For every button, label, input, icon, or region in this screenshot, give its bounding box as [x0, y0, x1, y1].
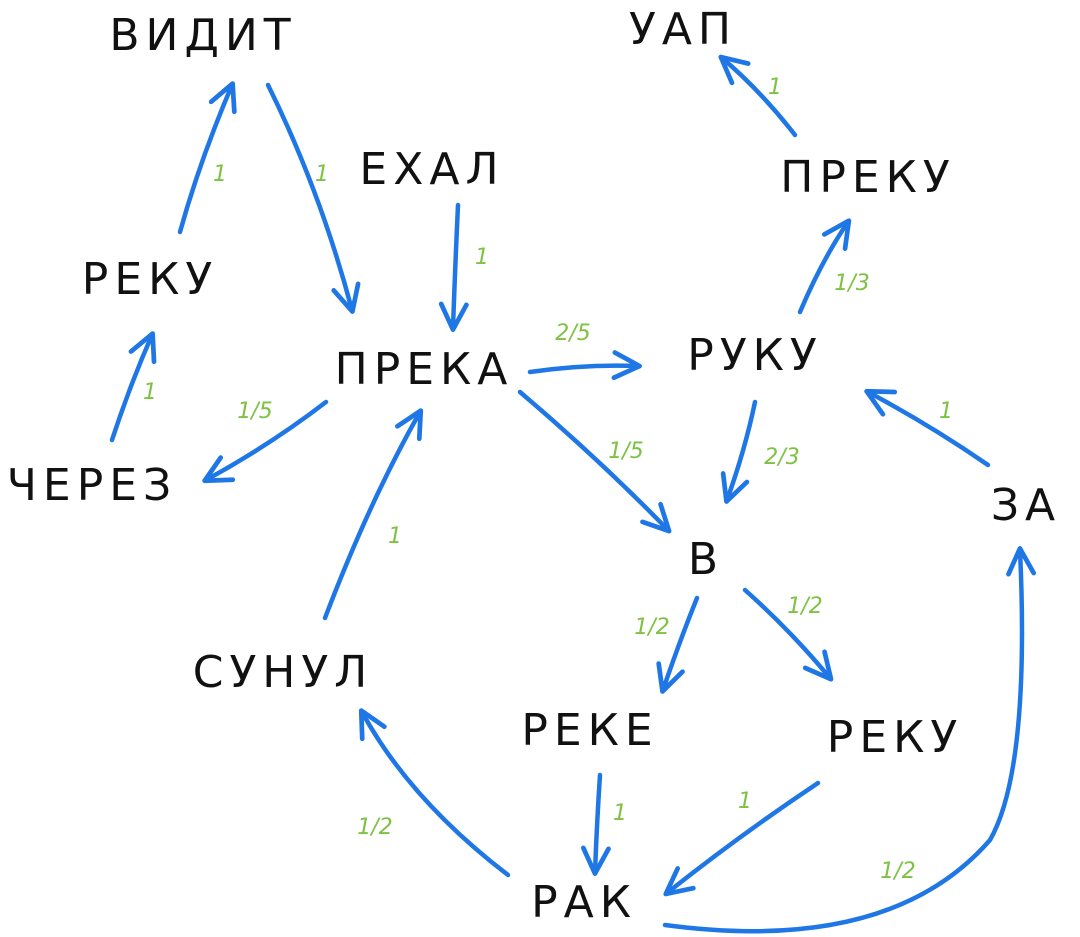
edge-ekhal-to-preka: [438, 202, 469, 332]
node-rak: РАК: [531, 877, 637, 928]
edge-za-to-ruku: [864, 388, 991, 468]
weight-preka-to-cherez: 1/5: [237, 399, 272, 424]
weight-cherez-to-reku-left: 1: [143, 380, 157, 405]
node-preku: ПРЕКУ: [780, 152, 955, 203]
edge-reku-left-to-vidit: [177, 81, 237, 235]
weight-ruku-to-preku: 1/3: [834, 271, 869, 296]
weight-ekhal-to-preka: 1: [475, 245, 489, 270]
weight-rak-to-za: 1/2: [880, 859, 915, 884]
edge-cherez-to-reku-left: [109, 331, 157, 443]
edge-reke-to-rak: [580, 772, 611, 876]
edge-rak-to-sunul: [358, 708, 511, 878]
edge-ruku-to-v: [720, 399, 758, 504]
weight-ruku-to-v: 2/3: [764, 445, 799, 470]
weight-reku-left-to-vidit: 1: [213, 162, 227, 187]
node-za: ЗА: [991, 480, 1061, 531]
node-ekhal: ЕХАЛ: [359, 144, 504, 195]
edge-ruku-to-preku: [797, 218, 852, 315]
edge-preku-to-uap: [718, 54, 798, 138]
weight-sunul-to-preka: 1: [388, 524, 402, 549]
weight-v-to-reke: 1/2: [634, 615, 669, 640]
edge-preka-to-v: [517, 389, 672, 534]
node-ruku: РУКУ: [687, 330, 822, 381]
edge-sunul-to-preka: [322, 408, 424, 621]
node-sunul: СУНУЛ: [193, 647, 374, 698]
weight-reke-to-rak: 1: [613, 801, 627, 826]
edge-v-to-reku-right: [742, 587, 834, 682]
weight-za-to-ruku: 1: [939, 399, 953, 424]
edges: [109, 54, 1037, 934]
node-vidit: ВИДИТ: [109, 10, 296, 61]
nodes: ВИДИТ УАП ЕХАЛ ПРЕКУ РЕКУ ПРЕКА РУКУ ЧЕР…: [7, 4, 1061, 928]
edge-reku-right-to-rak: [663, 780, 821, 897]
weight-vidit-to-preka: 1: [315, 162, 329, 187]
node-preka: ПРЕКА: [335, 344, 514, 395]
weight-preka-to-v: 1/5: [608, 439, 643, 464]
node-v: В: [688, 534, 724, 585]
weight-preku-to-uap: 1: [768, 75, 782, 100]
edge-rak-to-za: [662, 546, 1037, 934]
edge-preka-to-ruku: [527, 350, 642, 381]
edge-weights: 1 1 1 1 1/3 1 1/5 2/5 1/5 2/3 1 1 1/2 1/…: [143, 75, 953, 884]
node-uap: УАП: [629, 4, 737, 55]
edge-v-to-reke: [656, 595, 700, 694]
weight-rak-to-sunul: 1/2: [357, 815, 392, 840]
node-reke: РЕКЕ: [521, 705, 658, 756]
edge-vidit-to-preka: [265, 82, 361, 314]
weight-reku-right-to-rak: 1: [738, 789, 752, 814]
weight-v-to-reku-right: 1/2: [787, 594, 822, 619]
edge-preka-to-cherez: [202, 399, 329, 484]
node-cherez: ЧЕРЕЗ: [7, 460, 178, 511]
node-reku-left: РЕКУ: [82, 254, 218, 305]
node-reku-right: РЕКУ: [827, 712, 963, 763]
weight-preka-to-ruku: 2/5: [555, 321, 590, 346]
